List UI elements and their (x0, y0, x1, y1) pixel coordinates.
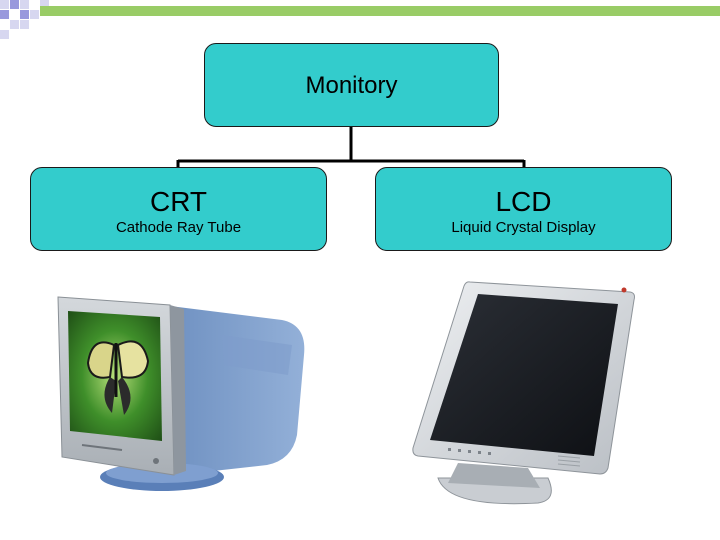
crt-title: CRT (31, 186, 326, 218)
crt-node: CRT Cathode Ray Tube (30, 167, 327, 251)
crt-subtitle: Cathode Ray Tube (31, 219, 326, 236)
lcd-title: LCD (376, 186, 671, 218)
root-node: Monitory (204, 43, 499, 127)
lcd-subtitle: Liquid Crystal Display (376, 219, 671, 236)
lcd-monitor-image (408, 278, 638, 518)
crt-monitor-image (52, 285, 312, 500)
root-title: Monitory (205, 72, 498, 100)
lcd-node: LCD Liquid Crystal Display (375, 167, 672, 251)
